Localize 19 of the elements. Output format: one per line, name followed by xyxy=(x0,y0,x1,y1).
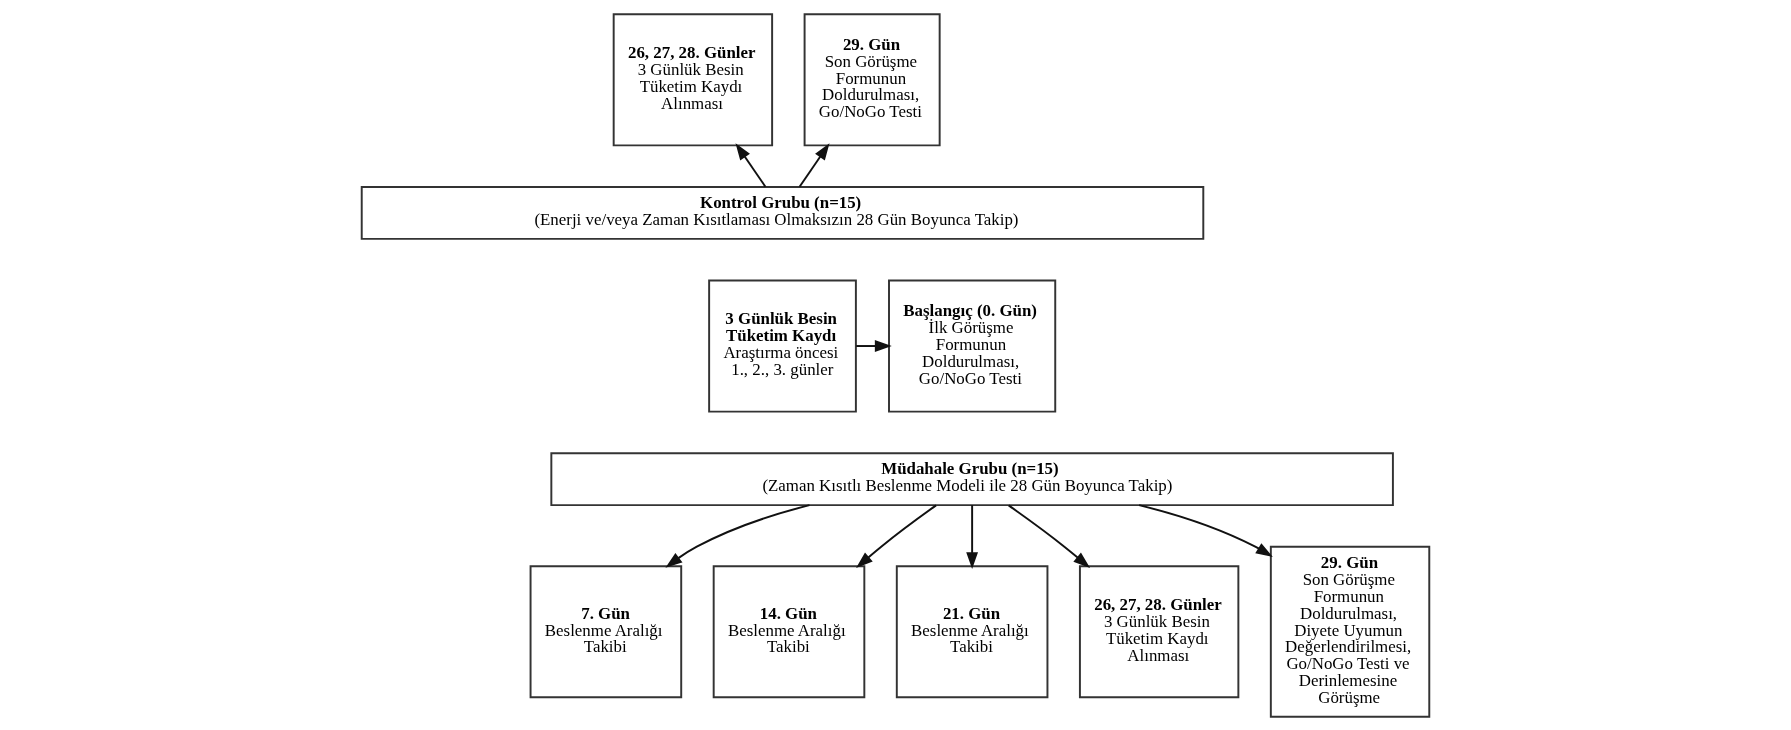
node-box: Başlangıç (0. Gün) İlk Görüşme Formunun Doldurulması, Go/NoGo Testi xyxy=(888,278,1057,413)
arrow xyxy=(735,142,767,188)
node-box: Kontrol Grubu (n=15) (Enerji ve/veya Zaman Kısıtlaması Olmaksızın 28 Gün Boyunca Takip) xyxy=(360,185,1205,240)
node-box: 26, 27, 28. Günler 3 Günlük Besin Tüketim Kaydı Alınması xyxy=(612,12,774,146)
arrow xyxy=(855,339,892,352)
node-box: 3 Günlük Besin Tüketim Kaydı Araştırma öncesi 1., 2., 3. günler xyxy=(708,278,857,413)
node-box: 29. Gün Son Görüşme Formunun Doldurulması, Go/NoGo Testi xyxy=(803,12,941,146)
node-box: 14. Gün Beslenme Aralığı Takibi xyxy=(712,564,866,698)
node-box: 21. Gün Beslenme Aralığı Takibi xyxy=(895,564,1049,698)
arrow xyxy=(856,503,938,568)
arrow xyxy=(665,503,811,568)
node-box: 7. Gün Beslenme Aralığı Takibi xyxy=(529,564,683,698)
arrow xyxy=(966,503,979,569)
arrow xyxy=(1007,503,1091,568)
arrow xyxy=(798,142,830,188)
node-box: Müdahale Grubu (n=15) (Zaman Kısıtlı Beslenme Modeli ile 28 Gün Boyunca Takip) xyxy=(550,451,1394,506)
node-box: 29. Gün Son Görüşme Formunun Doldurulması, Diyete Uyumun Değerlendirilmesi, Go/NoGo Testi ve Derinlemesine Görüşme xyxy=(1269,545,1431,718)
arrow xyxy=(1138,503,1273,557)
node-box: 26, 27, 28. Günler 3 Günlük Besin Tüketim Kaydı Alınması xyxy=(1078,564,1240,698)
